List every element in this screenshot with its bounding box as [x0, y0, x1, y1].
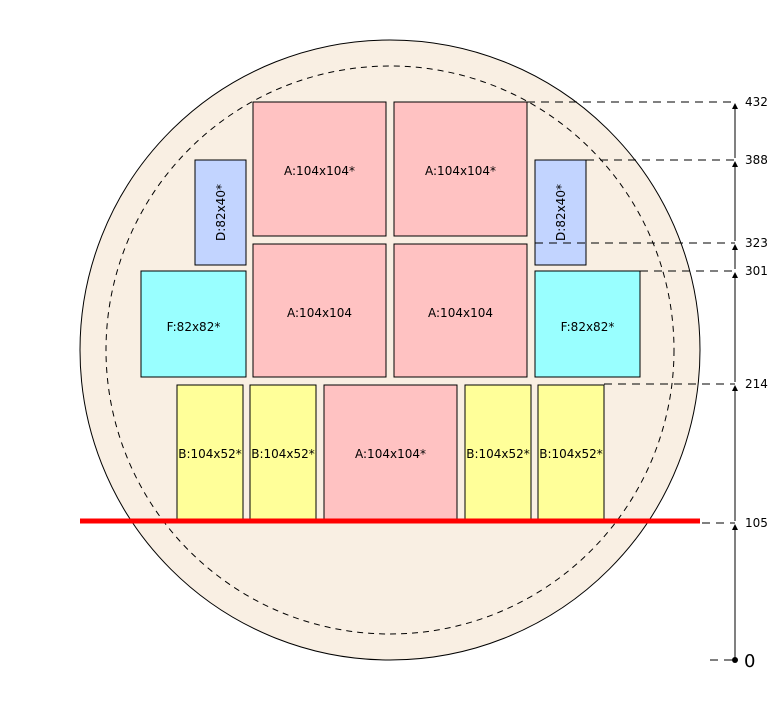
chip-a-bottom — [323, 384, 458, 520]
tick-label-214: 214 — [745, 377, 768, 391]
chip-f-left-label: F:82x82* — [167, 320, 221, 334]
chip-f-right — [534, 270, 641, 378]
chip-f-right-label: F:82x82* — [561, 320, 615, 334]
chip-b-1-label: B:104x52* — [178, 447, 242, 461]
chip-a-mid-right-label: A:104x104 — [428, 306, 493, 320]
chip-a-top-left — [252, 101, 387, 237]
chip-b-2-label: B:104x52* — [251, 447, 315, 461]
chip-a-mid-left-label: A:104x104 — [287, 306, 352, 320]
axis-origin-dot — [732, 657, 738, 663]
chip-d-right-label: D:82x40* — [554, 184, 568, 241]
chip-b-3-label: B:104x52* — [466, 447, 530, 461]
tick-label-323: 323 — [745, 236, 768, 250]
tick-label-zero: 0 — [744, 651, 755, 672]
tick-label-388: 388 — [745, 153, 768, 167]
tick-label-301: 301 — [745, 264, 768, 278]
chip-a-bottom-label: A:104x104* — [355, 447, 426, 461]
chip-b-4 — [537, 384, 605, 520]
chip-b-2 — [249, 384, 317, 520]
chip-b-3 — [464, 384, 532, 520]
chip-a-top-left-label: A:104x104* — [284, 164, 355, 178]
chip-a-top-right-label: A:104x104* — [425, 164, 496, 178]
chip-group: A:104x104* A:104x104* D:82x40* D:82x40* … — [140, 101, 641, 520]
chip-a-mid-right — [393, 243, 528, 378]
tick-label-105: 105 — [745, 516, 768, 530]
chip-d-left — [194, 159, 247, 266]
axis-tick-labels: 432 388 323 301 214 105 0 — [744, 95, 768, 672]
chip-b-1 — [176, 384, 244, 520]
chip-d-left-label: D:82x40* — [214, 184, 228, 241]
chip-d-right — [534, 159, 587, 266]
chip-a-mid-left — [252, 243, 387, 378]
chip-f-left — [140, 270, 247, 378]
tick-label-432: 432 — [745, 95, 768, 109]
chip-a-top-right — [393, 101, 528, 237]
chip-b-4-label: B:104x52* — [539, 447, 603, 461]
usable-area-circle — [105, 65, 675, 635]
